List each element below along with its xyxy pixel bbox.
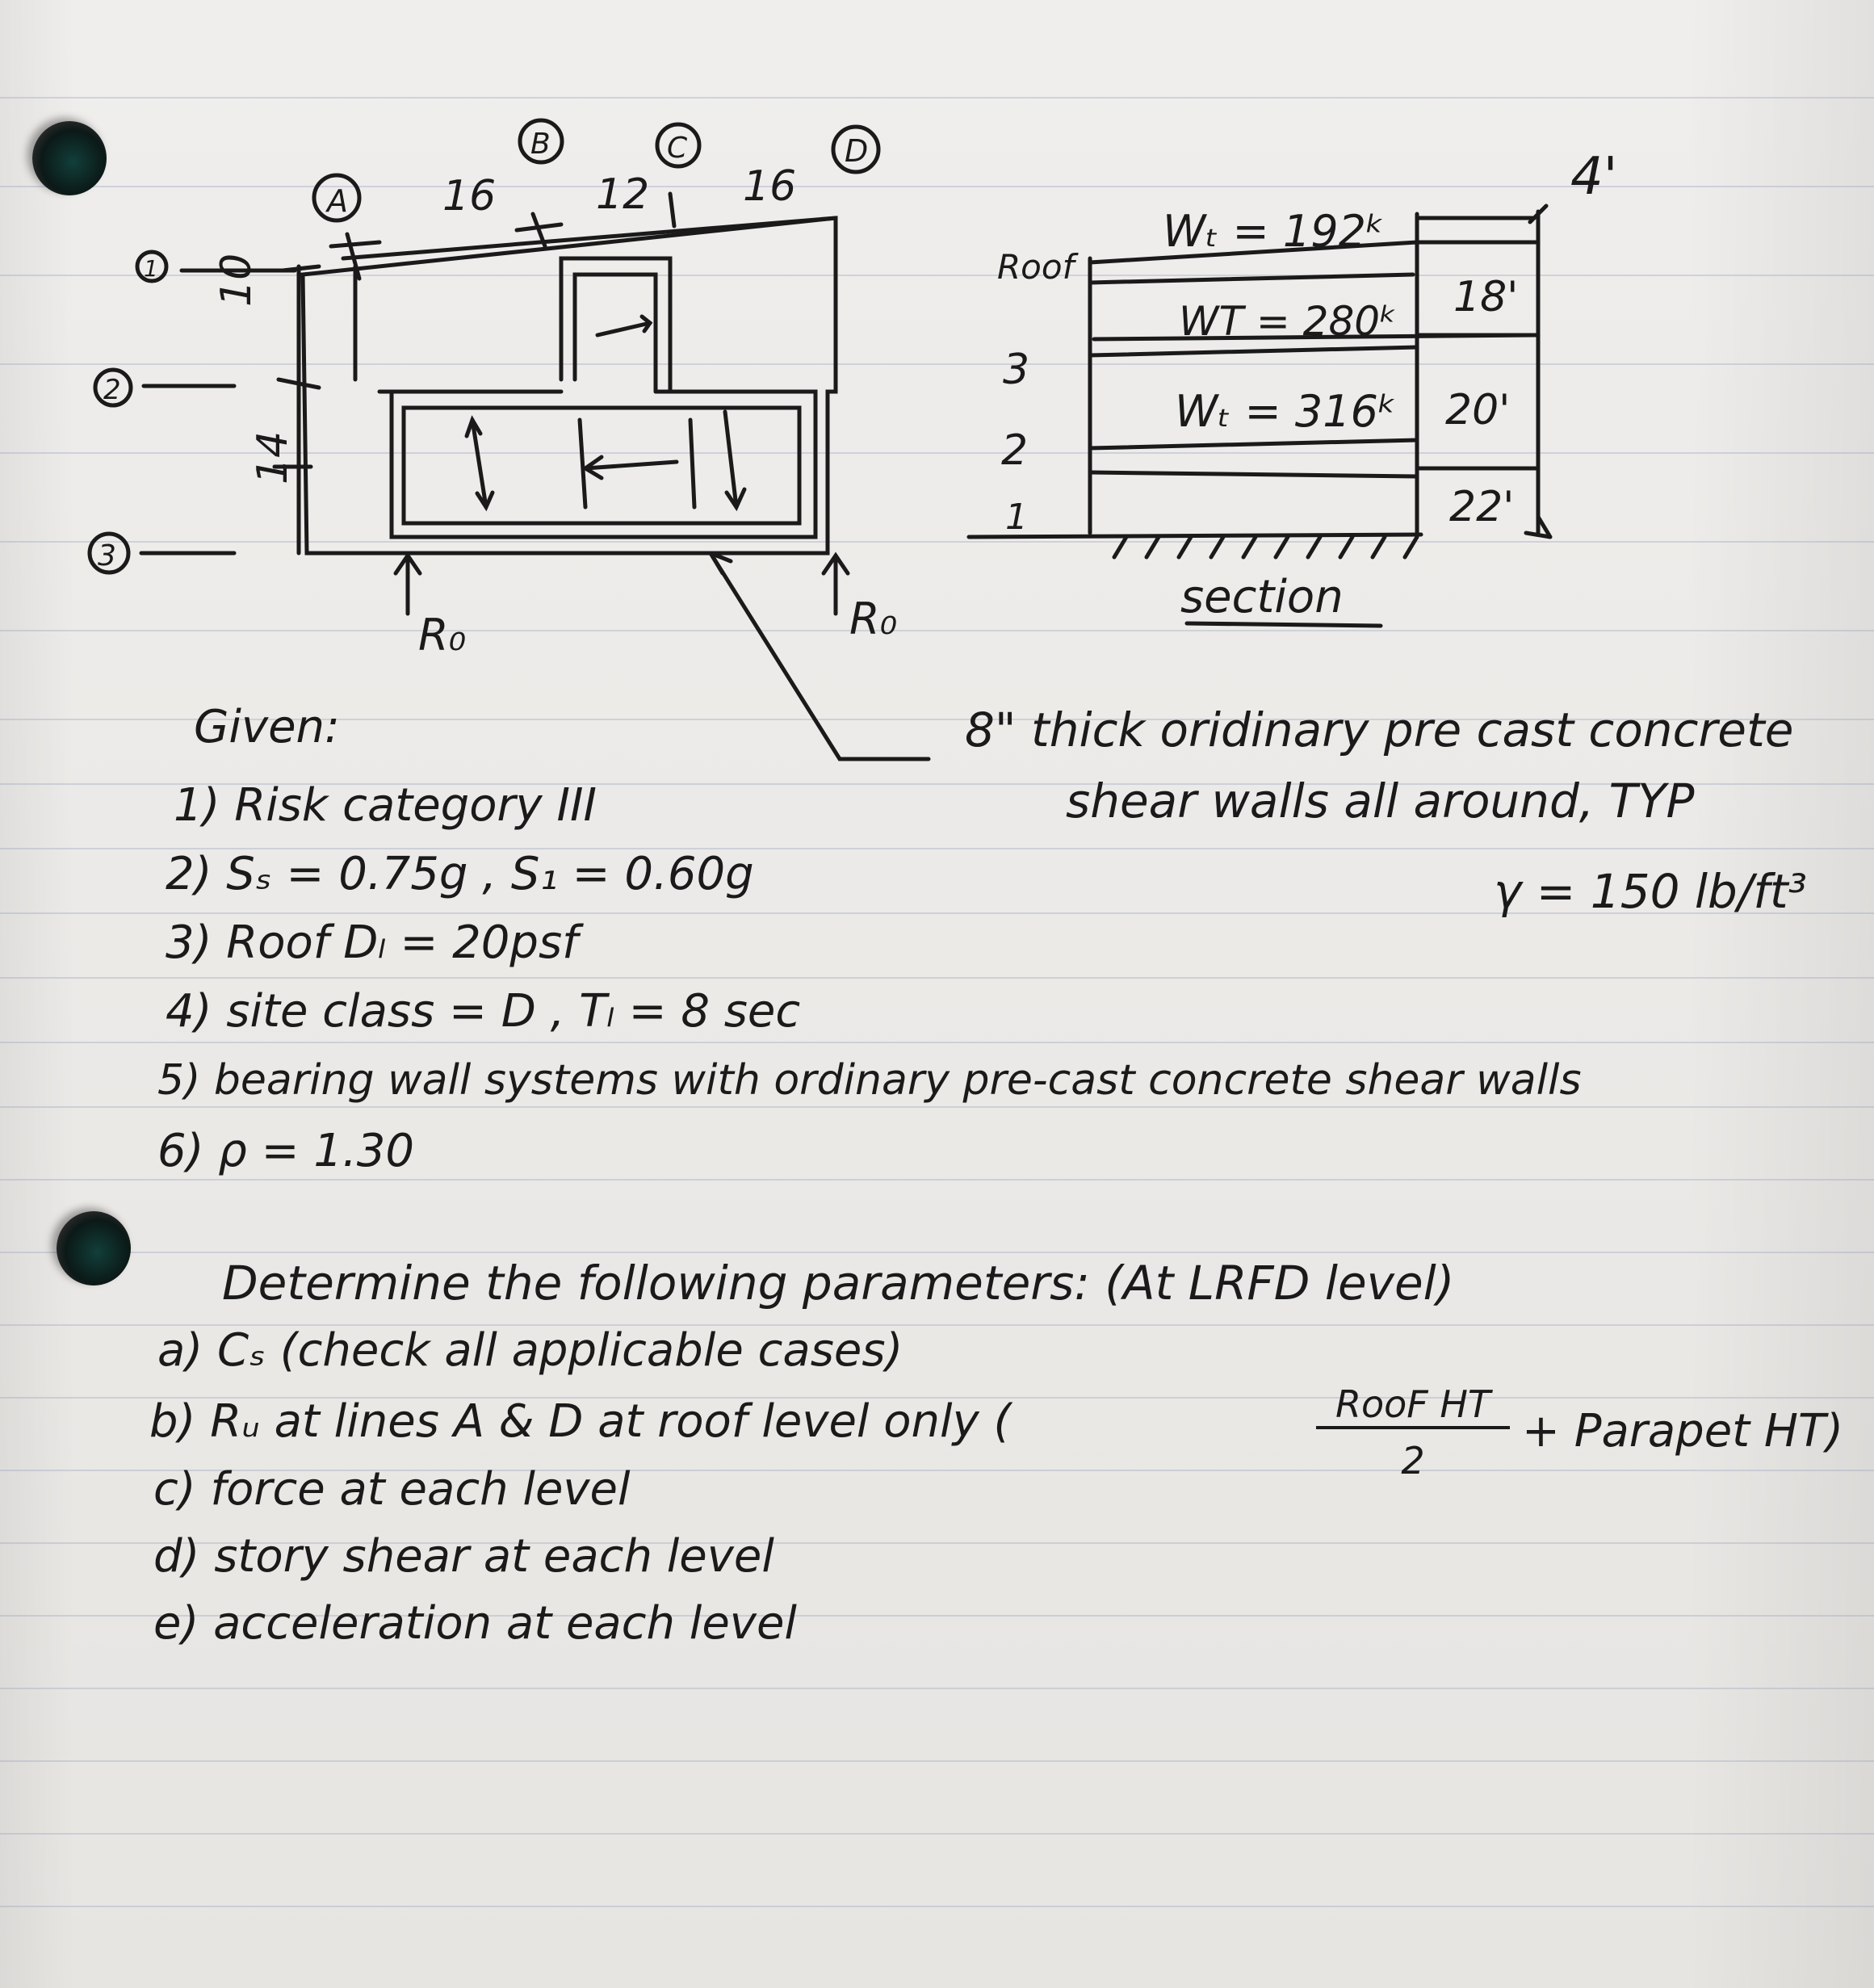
level-label: 1 bbox=[1005, 497, 1028, 538]
level-label: 2 bbox=[1001, 426, 1028, 475]
ruled-line bbox=[0, 1833, 1874, 1835]
given-item: 5) bearing wall systems with ordinary pr… bbox=[157, 1056, 1582, 1105]
unit-weight: γ = 150 lb/ft³ bbox=[1494, 864, 1807, 919]
grid-row-label: 2 bbox=[103, 374, 121, 406]
binder-hole-icon bbox=[32, 121, 107, 195]
grid-row-label: 3 bbox=[98, 539, 116, 572]
ruled-line bbox=[0, 363, 1874, 365]
ruled-line bbox=[0, 912, 1874, 914]
ruled-line bbox=[0, 630, 1874, 631]
ruled-line bbox=[0, 1179, 1874, 1181]
grid-row-label: 1 bbox=[144, 255, 158, 282]
weight-label: Wₜ = 316ᵏ bbox=[1175, 386, 1397, 437]
given-item: 2) Sₛ = 0.75g , S₁ = 0.60g bbox=[166, 848, 754, 900]
determine-item: c) force at each level bbox=[153, 1463, 631, 1516]
given-item: 3) Roof Dₗ = 20psf bbox=[166, 916, 578, 969]
dimension-label: 10 bbox=[212, 254, 261, 307]
given-heading: Given: bbox=[194, 701, 340, 753]
ruled-line bbox=[0, 1615, 1874, 1617]
ruled-line bbox=[0, 97, 1874, 99]
ruled-line bbox=[0, 848, 1874, 849]
binder-hole-icon bbox=[57, 1211, 131, 1285]
weight-label: WT = 280ᵏ bbox=[1179, 298, 1397, 345]
height-label: 4' bbox=[1570, 147, 1617, 207]
fraction-tail: + Parapet HT) bbox=[1522, 1405, 1844, 1457]
ruled-line bbox=[0, 1542, 1874, 1544]
determine-item: b) Rᵤ at lines A & D at roof level only … bbox=[149, 1395, 1012, 1448]
ruled-line bbox=[0, 186, 1874, 187]
dimension-label: 16 bbox=[743, 162, 796, 211]
note-line: 8" thick oridinary pre cast concrete bbox=[965, 703, 1794, 757]
level-label-roof: Roof bbox=[997, 247, 1080, 287]
ruled-line bbox=[0, 1906, 1874, 1907]
fraction-numerator: RooF HT bbox=[1316, 1382, 1510, 1429]
grid-col-label: C bbox=[667, 132, 688, 165]
fraction-denominator: 2 bbox=[1401, 1439, 1425, 1483]
ruled-line bbox=[0, 783, 1874, 785]
ruled-line bbox=[0, 541, 1874, 543]
ruled-line bbox=[0, 1397, 1874, 1399]
grid-col-label: D bbox=[845, 133, 868, 169]
determine-heading: Determine the following parameters: (At … bbox=[222, 1256, 1455, 1311]
ruled-line bbox=[0, 1042, 1874, 1043]
height-label: 18' bbox=[1453, 273, 1518, 321]
ruled-line bbox=[0, 1252, 1874, 1253]
determine-item: a) Cₛ (check all applicable cases) bbox=[157, 1324, 903, 1377]
ruled-line bbox=[0, 1760, 1874, 1762]
ruled-line bbox=[0, 1470, 1874, 1471]
dimension-label: 14 bbox=[249, 431, 297, 484]
height-label: 22' bbox=[1449, 483, 1514, 531]
grid-col-label: A bbox=[325, 183, 348, 219]
ruled-line bbox=[0, 1106, 1874, 1108]
given-item: 4) site class = D , Tₗ = 8 sec bbox=[166, 985, 801, 1038]
determine-item: e) acceleration at each level bbox=[153, 1597, 797, 1650]
section-title: section bbox=[1180, 571, 1344, 623]
given-item: 6) ρ = 1.30 bbox=[157, 1125, 415, 1177]
support-label: R₀ bbox=[418, 610, 466, 661]
note-line: shear walls all around, TYP bbox=[1066, 774, 1695, 828]
building-section bbox=[966, 203, 1553, 628]
ruled-line bbox=[0, 452, 1874, 454]
weight-label: Wₜ = 192ᵏ bbox=[1163, 206, 1385, 257]
dimension-label: 16 bbox=[442, 172, 496, 220]
floor-plan bbox=[87, 118, 931, 761]
ruled-line bbox=[0, 719, 1874, 720]
dimension-label: 12 bbox=[596, 170, 649, 219]
determine-item: d) story shear at each level bbox=[153, 1530, 774, 1583]
support-label: R₀ bbox=[849, 593, 897, 644]
given-item: 1) Risk category III bbox=[174, 779, 597, 832]
ruled-line bbox=[0, 275, 1874, 276]
height-label: 20' bbox=[1445, 386, 1510, 434]
ruled-line bbox=[0, 1324, 1874, 1326]
ruled-line bbox=[0, 977, 1874, 979]
level-label: 3 bbox=[1003, 346, 1029, 394]
grid-col-label: B bbox=[530, 128, 551, 161]
ruled-line bbox=[0, 1688, 1874, 1689]
